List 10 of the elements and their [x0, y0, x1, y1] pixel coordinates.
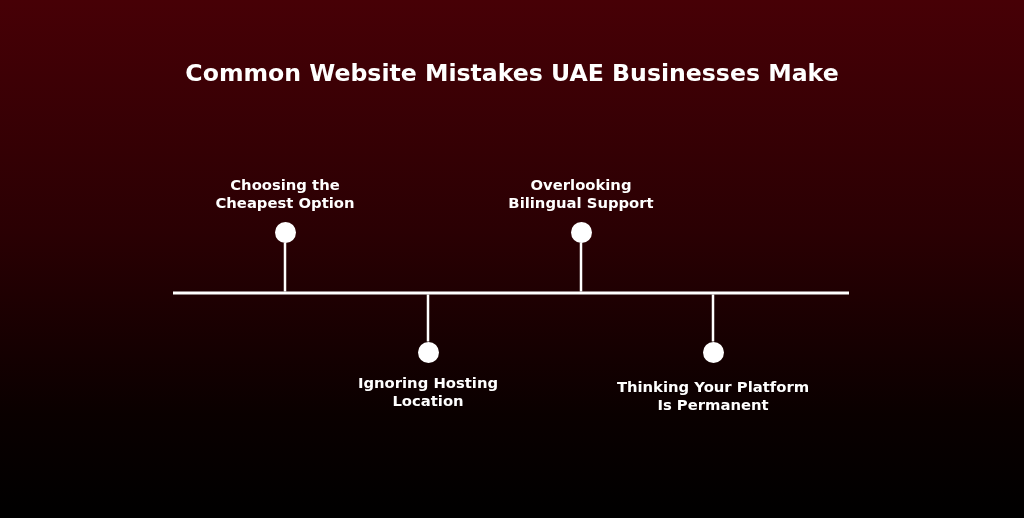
timeline-stem [283, 242, 287, 292]
timeline-stem [579, 242, 583, 292]
milestone-label: Choosing the Cheapest Option [214, 175, 356, 212]
timeline-stem [426, 294, 430, 342]
milestone-label: Thinking Your Platform Is Permanent [615, 377, 811, 414]
timeline-stem [711, 294, 715, 342]
diagram-title: Common Website Mistakes UAE Businesses Make [185, 59, 839, 87]
timeline-line [173, 291, 849, 295]
milestone-label: Overlooking Bilingual Support [507, 175, 655, 212]
milestone-label: Ignoring Hosting Location [356, 373, 500, 410]
